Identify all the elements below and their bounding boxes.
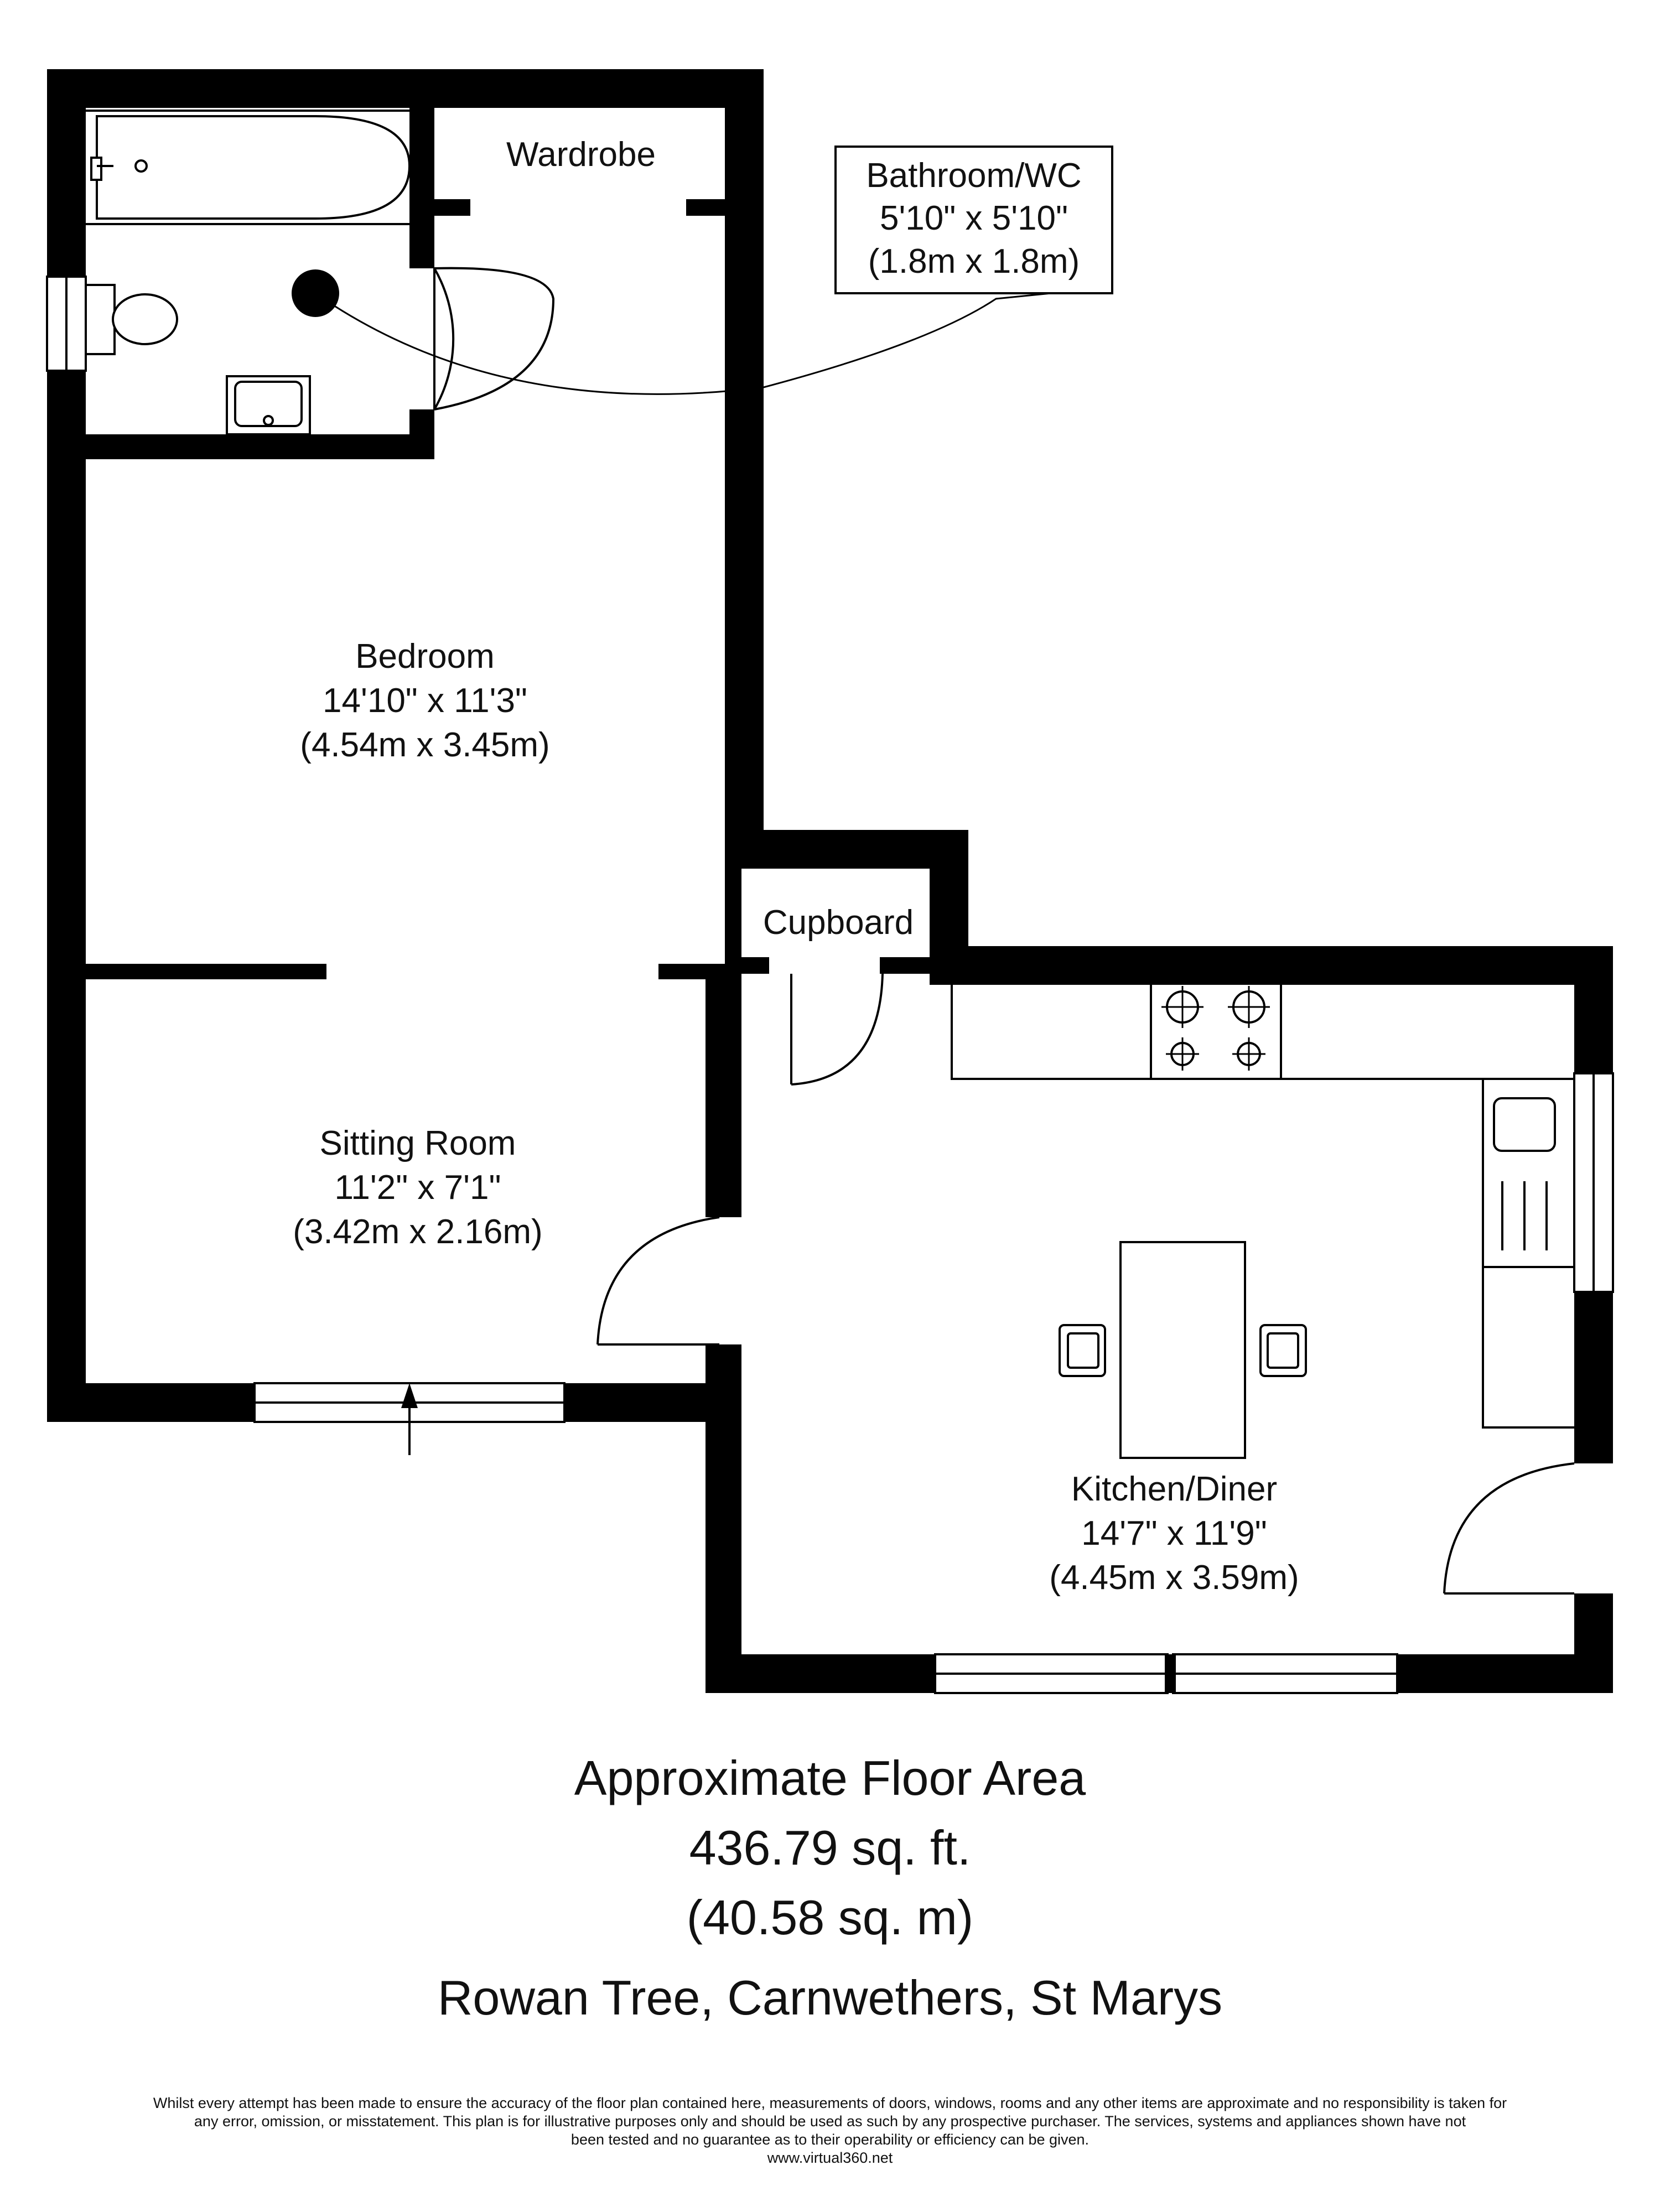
sitting-room-size-metric: (3.42m x 2.16m)	[293, 1213, 542, 1251]
room-labels: Wardrobe Bathroom/WC 5'10" x 5'10" (1.8m…	[293, 136, 1299, 1597]
worktop	[951, 985, 1574, 1429]
sitting-room-label: Sitting Room	[320, 1124, 516, 1162]
dining-table-icon	[1059, 1241, 1307, 1459]
floor-area-title: Approximate Floor Area	[574, 1751, 1086, 1805]
bathtub-icon	[86, 110, 411, 225]
disclaimer-line: been tested and no guarantee as to their…	[570, 2131, 1090, 2148]
sink-icon	[1493, 1097, 1556, 1250]
bathroom-size-imperial: 5'10" x 5'10"	[880, 199, 1068, 237]
kitchen-size-imperial: 14'7" x 11'9"	[1081, 1514, 1267, 1552]
bathroom-size-metric: (1.8m x 1.8m)	[868, 242, 1080, 281]
hob-icon	[1161, 986, 1270, 1071]
disclaimer-line: Whilst every attempt has been made to en…	[153, 2095, 1507, 2111]
kitchen-label: Kitchen/Diner	[1071, 1470, 1277, 1508]
kitchen-size-metric: (4.45m x 3.59m)	[1049, 1559, 1299, 1597]
property-address: Rowan Tree, Carnwethers, St Marys	[437, 1970, 1223, 2025]
cupboard-label: Cupboard	[763, 904, 914, 942]
fixtures	[85, 110, 1574, 1459]
walls	[47, 69, 1613, 1693]
bedroom-size-imperial: 14'10" x 11'3"	[323, 682, 527, 720]
floor-area-sqft: 436.79 sq. ft.	[689, 1820, 971, 1875]
bedroom-label: Bedroom	[355, 637, 495, 676]
sitting-room-size-imperial: 11'2" x 7'1"	[335, 1169, 501, 1207]
toilet-icon	[85, 284, 178, 355]
disclaimer-line: any error, omission, or misstatement. Th…	[194, 2113, 1466, 2130]
floor-area-block: Approximate Floor Area 436.79 sq. ft. (4…	[33, 1748, 1627, 1948]
wardrobe-label: Wardrobe	[506, 136, 656, 174]
website-link: www.virtual360.net	[767, 2149, 893, 2166]
bathroom-label: Bathroom/WC	[866, 157, 1081, 195]
bedroom-size-metric: (4.54m x 3.45m)	[300, 726, 549, 764]
floor-area-sqm: (40.58 sq. m)	[686, 1890, 974, 1945]
basin-icon	[226, 375, 311, 435]
windows	[46, 276, 1614, 1694]
doors	[401, 267, 1575, 1595]
disclaimer: Whilst every attempt has been made to en…	[33, 2094, 1627, 2167]
